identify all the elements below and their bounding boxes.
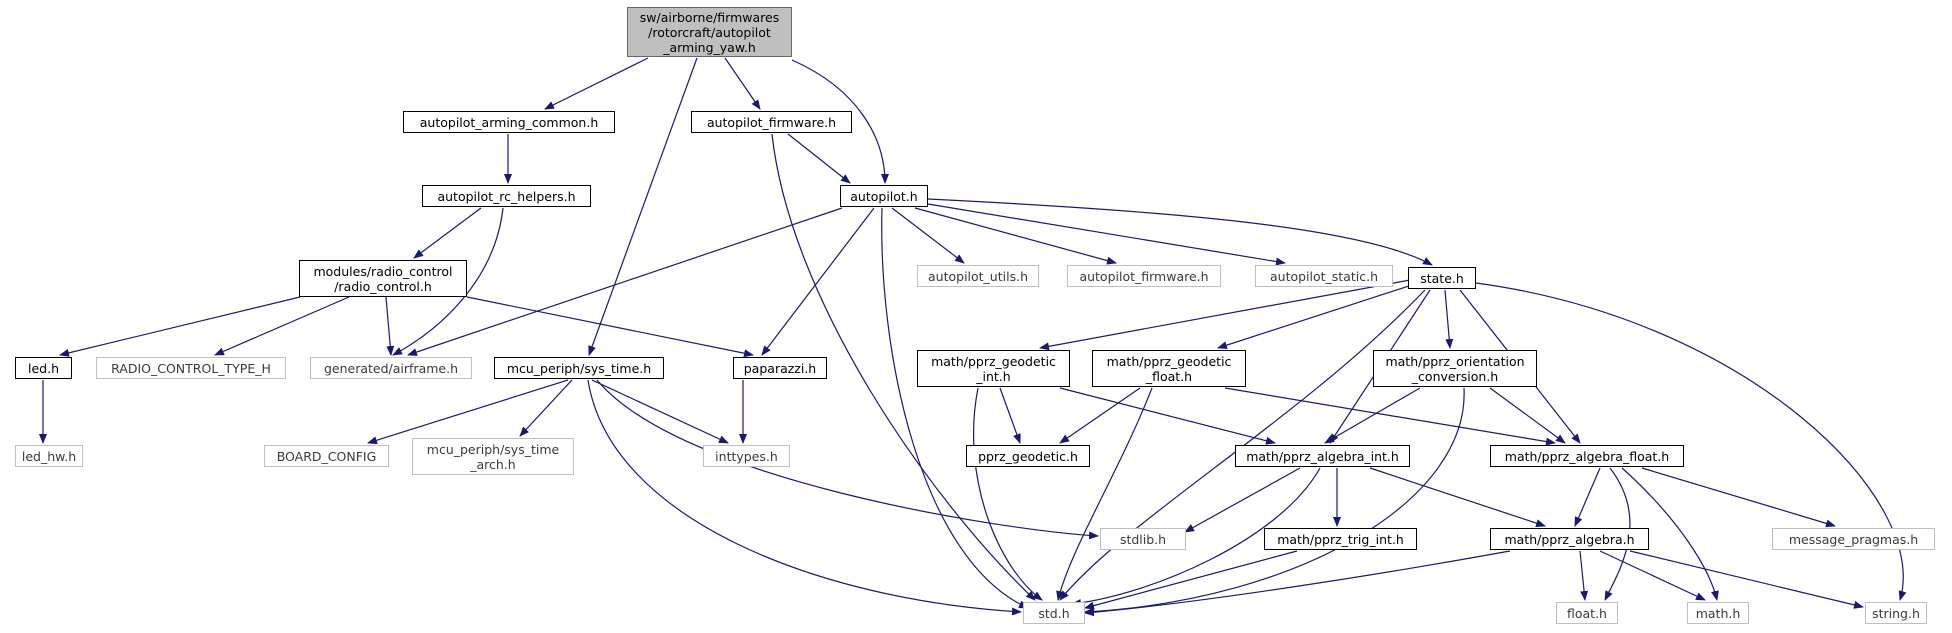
- node-stdlib: stdlib.h: [1100, 528, 1186, 550]
- node-math: math.h: [1687, 602, 1749, 624]
- node-radio-control-type: RADIO_CONTROL_TYPE_H: [96, 357, 286, 379]
- edge-geodetic-int-algebra-int: [1059, 387, 1276, 445]
- node-state[interactable]: state.h: [1408, 267, 1476, 289]
- node-pprz-geodetic-float[interactable]: math/pprz_geodetic _float.h: [1092, 350, 1246, 387]
- node-sys-time[interactable]: mcu_periph/sys_time.h: [494, 357, 664, 379]
- edge-state-geodetic-int: [1039, 279, 1411, 351]
- edge-root-arming-common: [544, 57, 649, 110]
- node-string: string.h: [1865, 602, 1927, 624]
- edge-trig-int-std: [1084, 550, 1298, 610]
- edge-algebra-string: [1629, 550, 1864, 609]
- node-pprz-algebra-float[interactable]: math/pprz_algebra_float.h: [1490, 445, 1684, 467]
- node-sys-time-arch: mcu_periph/sys_time _arch.h: [412, 438, 574, 475]
- node-std: std.h: [1023, 602, 1085, 624]
- node-pprz-orientation-conversion[interactable]: math/pprz_orientation _conversion.h: [1373, 350, 1537, 387]
- edge-rc-helpers-airframe: [392, 207, 504, 356]
- node-float: float.h: [1556, 602, 1618, 624]
- node-radio-control[interactable]: modules/radio_control /radio_control.h: [299, 260, 467, 297]
- edge-sys-time-board-config: [367, 379, 569, 445]
- edge-radio-control-airframe: [385, 296, 395, 356]
- node-autopilot-utils: autopilot_utils.h: [917, 265, 1039, 287]
- edge-autopilot-std: [881, 207, 1029, 609]
- edge-autopilot-utils: [891, 207, 965, 264]
- node-paparazzi[interactable]: paparazzi.h: [733, 357, 827, 379]
- edge-autopilot-state: [927, 198, 1433, 266]
- node-led-hw: led_hw.h: [15, 445, 83, 467]
- edge-sys-time-stdlib: [596, 379, 1099, 540]
- node-led[interactable]: led.h: [15, 357, 72, 379]
- edge-algebra-float-message-pragmas: [1641, 467, 1836, 528]
- node-generated-airframe: generated/airframe.h: [310, 357, 472, 379]
- edge-autopilot-static: [927, 203, 1286, 266]
- edge-algebra-float-h: [1579, 550, 1589, 601]
- edge-orientation-algebra-float: [1489, 387, 1566, 444]
- edge-algebra-float-math: [1621, 467, 1719, 601]
- edge-state-string: [1475, 282, 1907, 601]
- edge-algebra-math: [1599, 550, 1706, 601]
- edge-radio-control-led: [59, 296, 301, 357]
- edge-state-orientation: [1444, 289, 1454, 349]
- edge-root-firmware: [724, 57, 761, 110]
- edge-sys-time-std: [587, 379, 1022, 616]
- edge-algebra-float-algebra: [1574, 467, 1601, 527]
- node-autopilot-arming-common[interactable]: autopilot_arming_common.h: [403, 111, 615, 133]
- node-pprz-geodetic-int[interactable]: math/pprz_geodetic _int.h: [917, 350, 1070, 387]
- edge-sys-time-arch: [519, 379, 573, 437]
- node-autopilot-static: autopilot_static.h: [1255, 265, 1393, 287]
- edge-geodetic-float-pprz-geodetic: [1059, 387, 1141, 444]
- edge-autopilot-paparazzi: [761, 207, 875, 356]
- node-board-config: BOARD_CONFIG: [264, 445, 389, 467]
- node-pprz-geodetic[interactable]: pprz_geodetic.h: [966, 445, 1090, 467]
- node-pprz-algebra-int[interactable]: math/pprz_algebra_int.h: [1235, 445, 1410, 467]
- node-inttypes: inttypes.h: [703, 445, 790, 467]
- edge-geodetic-float-algebra-float: [1224, 387, 1556, 446]
- edge-autopilot-firmware-gen: [914, 207, 1117, 265]
- node-autopilot-firmware-generated: autopilot_firmware.h: [1067, 265, 1221, 287]
- node-pprz-algebra[interactable]: math/pprz_algebra.h: [1490, 528, 1649, 550]
- edge-state-std: [1059, 289, 1426, 601]
- edge-firmware-autopilot: [787, 133, 851, 184]
- edge-algebra-int-algebra: [1369, 467, 1546, 527]
- edge-root-autopilot: [791, 59, 889, 184]
- edge-autopilot-airframe: [407, 207, 843, 356]
- edge-sys-time-inttypes: [591, 379, 729, 444]
- edge-radio-control-paparazzi: [466, 296, 754, 358]
- root-file-node[interactable]: sw/airborne/firmwares /rotorcraft/autopi…: [627, 7, 792, 57]
- node-pprz-trig-int[interactable]: math/pprz_trig_int.h: [1264, 528, 1417, 550]
- edge-firmware-std: [771, 133, 1036, 601]
- edge-algebra-int-std: [1071, 467, 1321, 607]
- edge-orientation-algebra-int: [1324, 387, 1421, 444]
- edge-algebra-int-stdlib: [1184, 467, 1301, 533]
- edge-algebra-std: [1084, 550, 1511, 617]
- node-autopilot[interactable]: autopilot.h: [840, 185, 928, 207]
- edge-rc-helpers-radio-control: [413, 207, 482, 259]
- edge-state-geodetic-float: [1217, 283, 1416, 350]
- edge-geodetic-int-std: [973, 387, 1043, 601]
- edge-geodetic-int-pprz-geodetic: [999, 387, 1021, 444]
- edge-radio-control-rc-type: [214, 296, 350, 356]
- node-autopilot-rc-helpers[interactable]: autopilot_rc_helpers.h: [422, 185, 591, 207]
- edge-geodetic-float-std: [1056, 387, 1153, 601]
- edge-root-sys-time: [588, 57, 698, 356]
- node-message-pragmas: message_pragmas.h: [1772, 528, 1935, 550]
- node-autopilot-firmware[interactable]: autopilot_firmware.h: [691, 111, 852, 133]
